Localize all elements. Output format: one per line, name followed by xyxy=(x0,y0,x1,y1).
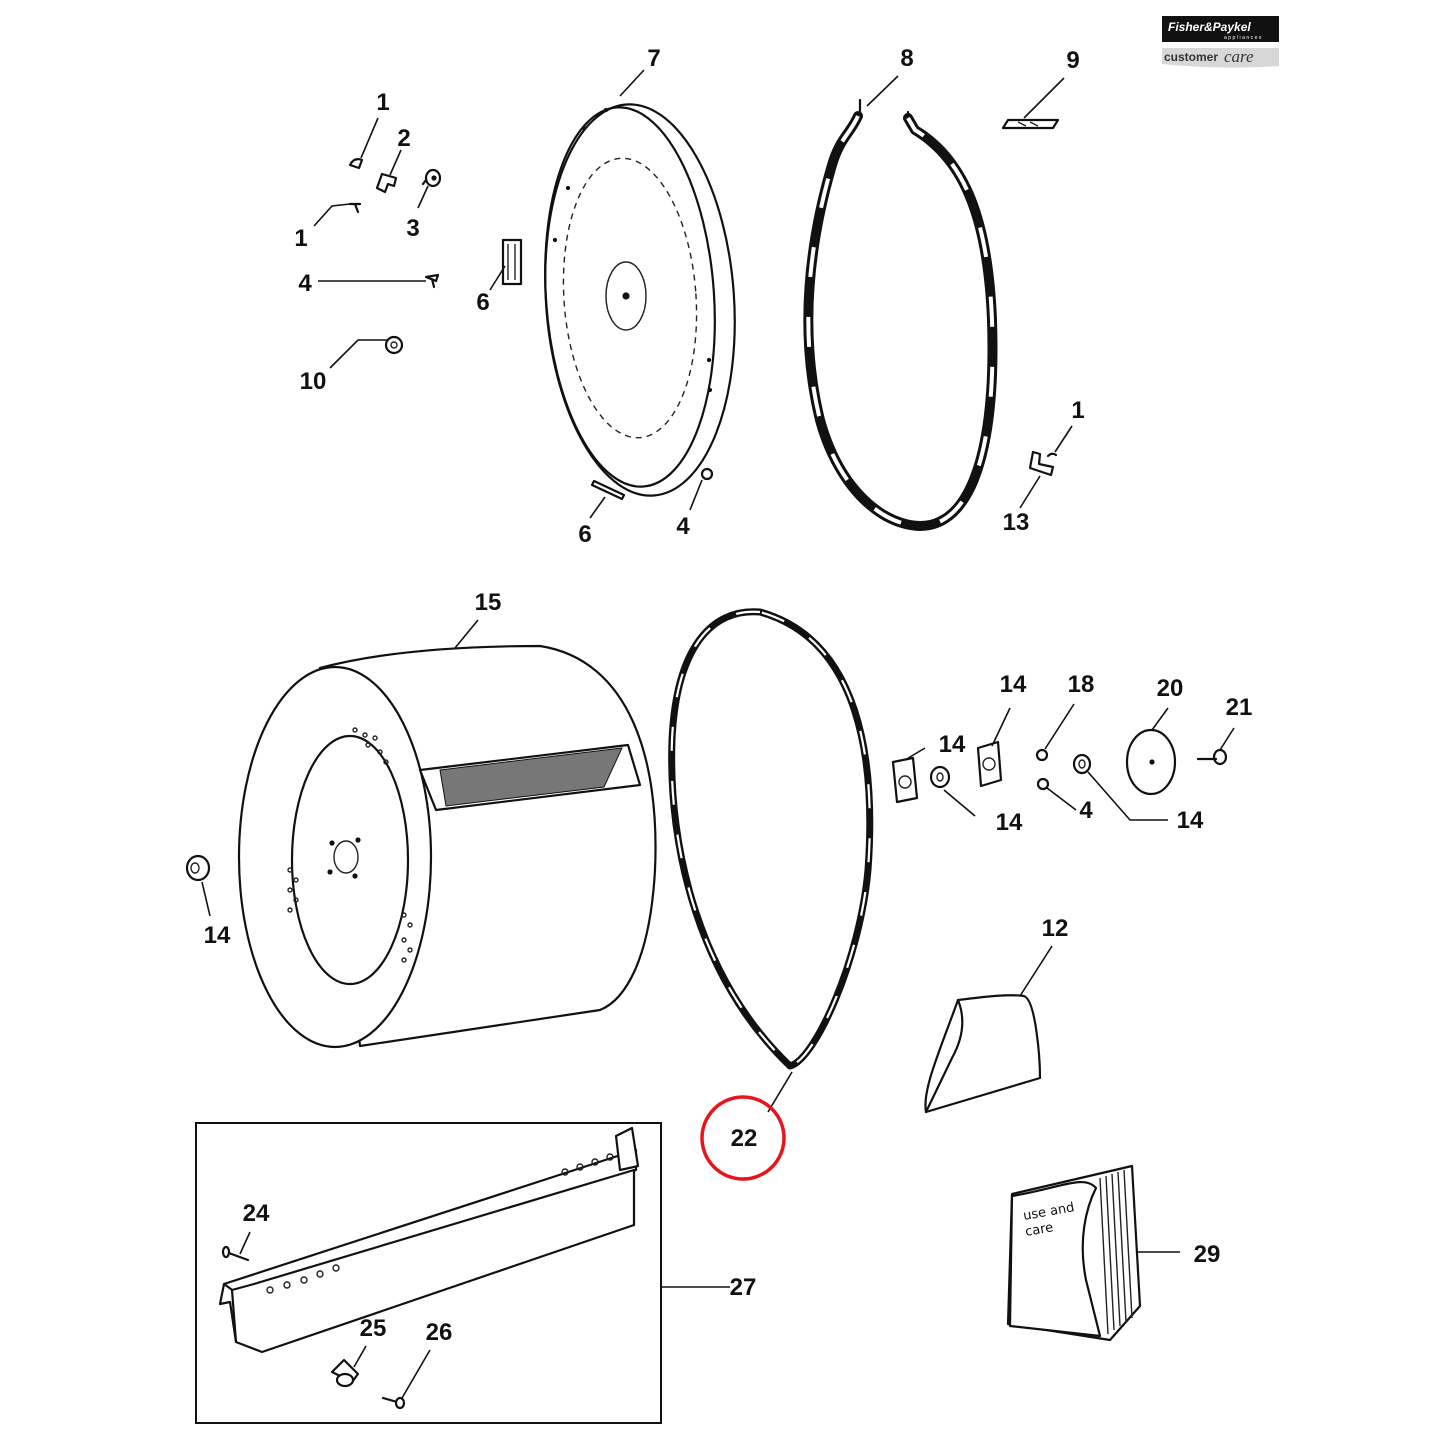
callout-21: 21 xyxy=(1226,694,1253,721)
callout-8: 8 xyxy=(900,45,913,72)
part-25-cap xyxy=(330,1358,360,1388)
part-3-knob xyxy=(421,168,442,188)
brand-name: Fisher&Paykel xyxy=(1168,20,1251,34)
part-21-bolt xyxy=(1196,748,1228,766)
callout-1: 1 xyxy=(294,225,307,252)
part-4-screw xyxy=(424,273,440,289)
part-20-pulley xyxy=(1125,728,1177,796)
part-27-rail xyxy=(218,1126,640,1354)
part-4-screw-right xyxy=(1036,777,1050,791)
part-6-hinge xyxy=(501,238,523,286)
small-hardware-group xyxy=(313,117,523,369)
callout-3: 3 xyxy=(406,215,419,242)
highlight-circle-22 xyxy=(700,1095,786,1181)
callout-14: 14 xyxy=(996,809,1023,836)
callout-9: 9 xyxy=(1066,47,1079,74)
callout-25: 25 xyxy=(360,1315,387,1342)
callout-4: 4 xyxy=(1079,797,1093,824)
part-1-screw xyxy=(348,202,362,214)
part-4-bottom-screw xyxy=(700,467,714,481)
callout-1: 1 xyxy=(1071,397,1084,424)
part-15-drum xyxy=(237,644,657,1049)
part-9-strip xyxy=(1001,118,1060,130)
callout-13: 13 xyxy=(1003,509,1030,536)
callout-14: 14 xyxy=(204,922,231,949)
part-14-nut xyxy=(1072,753,1092,775)
part-27-box xyxy=(195,1122,662,1424)
logo-customer: customer xyxy=(1164,50,1218,64)
callout-1: 1 xyxy=(376,89,389,116)
part-14-mount xyxy=(976,740,1003,788)
part-24-screw xyxy=(221,1245,250,1262)
part-26-screw xyxy=(381,1396,406,1410)
callout-22: 22 xyxy=(731,1125,758,1152)
part-10-nut xyxy=(384,335,404,355)
part-29-use-and-care-booklet: use and care xyxy=(1006,1164,1142,1342)
callout-29: 29 xyxy=(1194,1241,1221,1268)
callout-18: 18 xyxy=(1068,671,1095,698)
part-18-screw xyxy=(1035,748,1049,762)
callout-labels: 1 2 3 1 4 6 10 7 6 4 8 9 1 13 15 14 18 2… xyxy=(204,45,1253,1346)
part-7-rear-panel xyxy=(544,103,736,497)
callout-24: 24 xyxy=(243,1200,270,1227)
part-8-drum-seal xyxy=(803,98,998,531)
part-14-plate xyxy=(891,756,919,804)
callout-6: 6 xyxy=(476,289,489,316)
callout-14: 14 xyxy=(939,731,966,758)
callout-4: 4 xyxy=(298,270,312,297)
part-1-clip xyxy=(348,158,364,170)
part-22-front-seal xyxy=(668,608,874,1070)
callout-20: 20 xyxy=(1157,675,1184,702)
brand-logo: Fisher&Paykel appliances customer care xyxy=(1162,16,1279,68)
callout-26: 26 xyxy=(426,1319,453,1346)
booklet-text-line2: care xyxy=(1024,1220,1054,1240)
callout-6: 6 xyxy=(578,521,591,548)
callout-2: 2 xyxy=(397,125,410,152)
logo-care: care xyxy=(1224,47,1254,66)
callout-27: 27 xyxy=(730,1274,757,1301)
brand-sub: appliances xyxy=(1224,35,1263,41)
bearing-parts-group xyxy=(891,703,1235,821)
callout-7: 7 xyxy=(647,45,660,72)
part-6-strip xyxy=(590,479,626,501)
callout-4: 4 xyxy=(676,513,690,540)
callout-14: 14 xyxy=(1000,671,1027,698)
callout-10: 10 xyxy=(300,368,327,395)
part-12-handle xyxy=(924,994,1042,1114)
part-14-bushing-left xyxy=(185,854,211,882)
callout-15: 15 xyxy=(475,589,502,616)
callout-14: 14 xyxy=(1177,807,1204,834)
part-2-bracket xyxy=(375,172,398,194)
part-14-spacer xyxy=(929,765,951,789)
callout-12: 12 xyxy=(1042,915,1069,942)
part-13-bracket xyxy=(1028,450,1058,477)
